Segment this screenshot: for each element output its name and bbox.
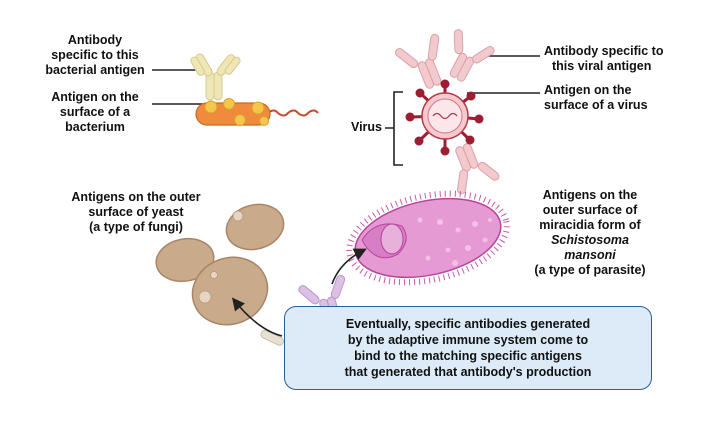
virus-bracket [385, 91, 403, 166]
bacterium-icon [195, 98, 319, 126]
virus-icon [405, 79, 484, 156]
callout-text: Eventually, specific antibodies generate… [344, 317, 592, 379]
arrow-to-yeast [232, 297, 283, 337]
label-parasite: Antigens on the outer surface of miracid… [534, 188, 646, 277]
arrow-to-parasite [331, 248, 367, 285]
label-virus: Virus [350, 120, 382, 134]
yeast-bud-scars [198, 210, 244, 304]
label-yeast: Antigens on the outer surface of yeast (… [71, 190, 201, 234]
callout-box [284, 306, 652, 390]
antibody-icon [190, 53, 241, 101]
label-antigen-bacterium: Antigen on the surface of a bacterium [51, 90, 139, 134]
label-antigen-virus: Antigen on the surface of a virus [544, 83, 648, 112]
label-antibody-viral: Antibody specific to this viral antigen [544, 44, 664, 73]
antibody-icon [395, 29, 500, 195]
label-antibody-bacterial: Antibody specific to this bacterial anti… [45, 33, 145, 77]
miracidium-icon [346, 190, 510, 286]
